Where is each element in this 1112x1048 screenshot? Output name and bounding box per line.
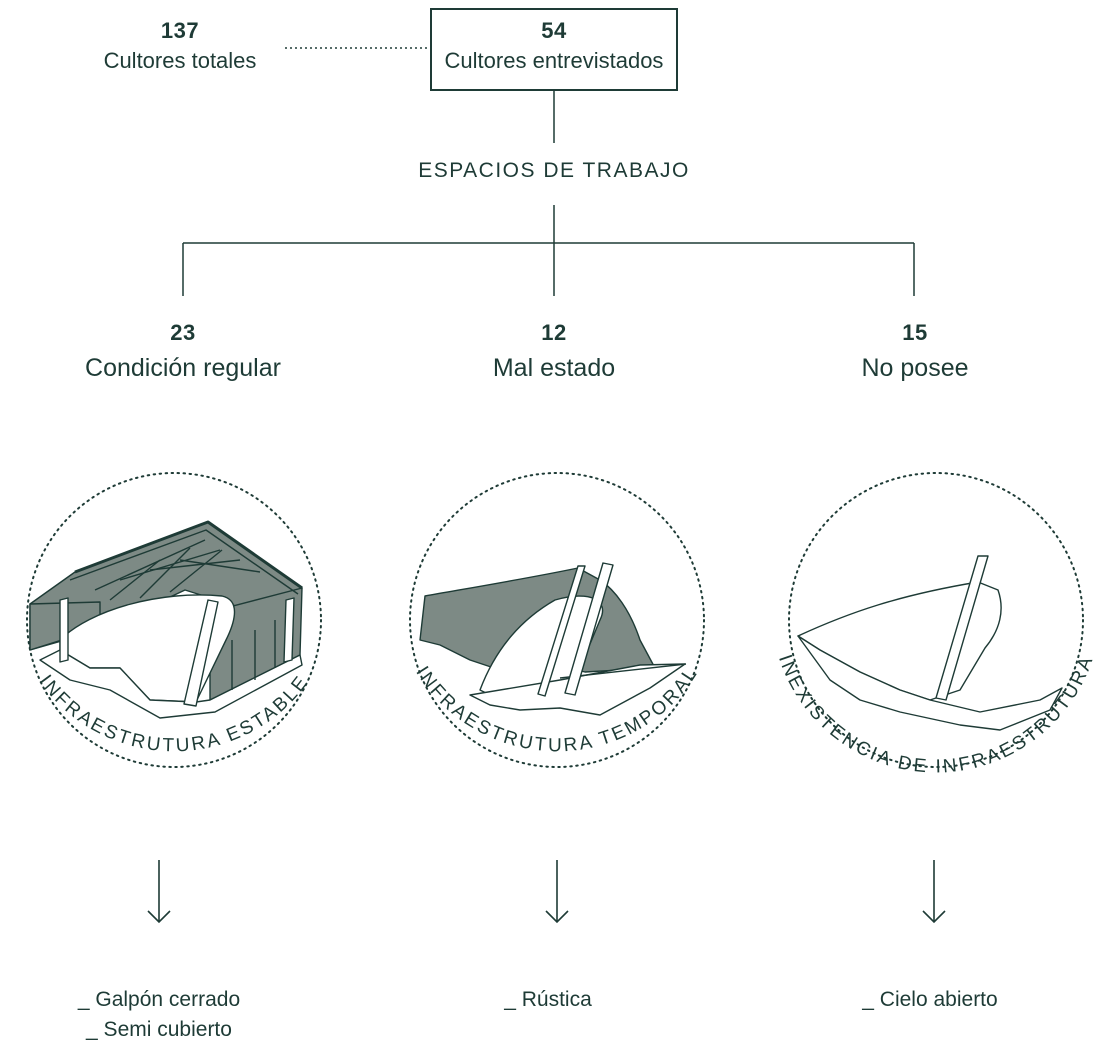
list-item: _ Galpón cerrado [77, 988, 241, 1011]
rustic-shelter-illustration [419, 562, 687, 716]
category-value: 12 [541, 320, 567, 345]
circle-stable [26, 472, 322, 768]
category-value: 15 [902, 320, 928, 345]
interviewed-label: Cultores entrevistados [444, 48, 664, 73]
section-heading: ESPACIOS DE TRABAJO [418, 159, 690, 182]
circle-none [788, 472, 1084, 768]
category-label: Mal estado [492, 354, 616, 382]
total-label: Cultores totales [103, 48, 257, 73]
shed-illustration [29, 520, 303, 719]
list-item: _ Rústica [504, 988, 592, 1011]
category-value: 23 [170, 320, 196, 345]
open-sky-illustration [797, 555, 1063, 731]
interviewed-value: 54 [541, 18, 567, 43]
list-item: _ Semi cubierto [86, 1018, 232, 1041]
down-arrow-icon [147, 860, 946, 924]
total-value: 137 [160, 18, 200, 43]
circle-temporal [409, 472, 705, 768]
category-label: Condición regular [85, 354, 281, 382]
list-item: _ Cielo abierto [862, 988, 998, 1011]
category-label: No posee [861, 354, 969, 382]
